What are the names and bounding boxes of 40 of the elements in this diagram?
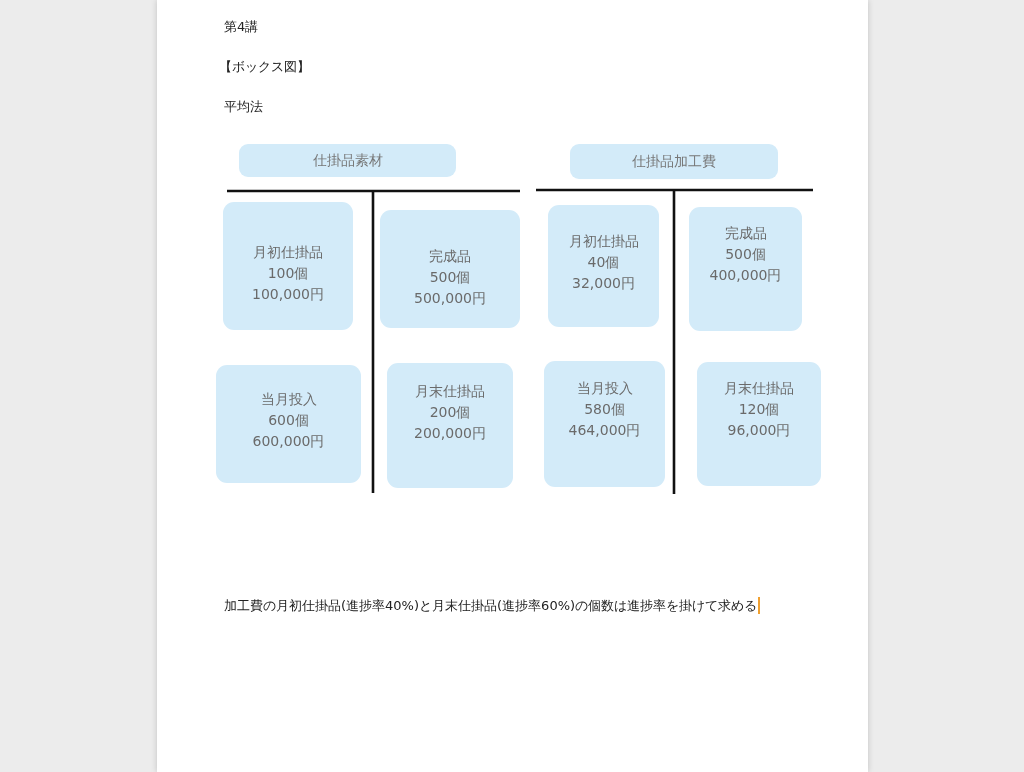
account-entry-box xyxy=(380,210,520,328)
account-entry-box xyxy=(216,365,361,483)
section-heading: 【ボックス図】 xyxy=(219,58,310,75)
amount-text: 500,000円 xyxy=(414,289,486,308)
item-name: 月初仕掛品 xyxy=(568,232,639,251)
quantity-text: 500個 xyxy=(725,245,766,264)
quantity-text: 580個 xyxy=(584,400,625,419)
item-name: 当月投入 xyxy=(260,390,317,409)
amount-text: 600,000円 xyxy=(252,432,325,451)
amount-text: 200,000円 xyxy=(414,424,486,443)
item-name: 完成品 xyxy=(429,247,471,266)
account-entry-box xyxy=(544,361,665,487)
quantity-text: 40個 xyxy=(587,253,620,272)
amount-text: 32,000円 xyxy=(572,274,635,293)
item-name: 当月投入 xyxy=(576,379,633,398)
item-name: 完成品 xyxy=(724,224,767,243)
amount-text: 100,000円 xyxy=(252,285,324,304)
account-entry-box xyxy=(223,202,353,330)
amount-text: 96,000円 xyxy=(727,421,791,440)
amount-text: 400,000円 xyxy=(709,266,782,285)
quantity-text: 500個 xyxy=(429,268,471,287)
account-entry-box xyxy=(697,362,821,486)
quantity-text: 600個 xyxy=(268,411,309,430)
account-title-box xyxy=(570,144,778,179)
item-name: 月初仕掛品 xyxy=(253,243,323,262)
quantity-text: 200個 xyxy=(429,403,471,422)
note-text: 加工費の月初仕掛品(進捗率40%)と月末仕掛品(進捗率60%)の個数は進捗率を掛けて求める xyxy=(224,597,758,614)
lecture-heading: 第4講 xyxy=(224,18,259,35)
item-name: 月末仕掛品 xyxy=(724,379,794,398)
account-title: 仕掛品加工費 xyxy=(632,152,716,171)
method-heading: 平均法 xyxy=(224,98,263,115)
account-entry-box xyxy=(689,207,802,331)
account-title-box xyxy=(239,144,456,177)
amount-text: 464,000円 xyxy=(568,421,641,440)
quantity-text: 100個 xyxy=(267,264,309,283)
account-entry-box xyxy=(548,205,659,327)
account-entry-box xyxy=(387,363,513,488)
account-title: 仕掛品素材 xyxy=(312,151,383,170)
item-name: 月末仕掛品 xyxy=(415,382,485,401)
quantity-text: 120個 xyxy=(738,400,780,419)
